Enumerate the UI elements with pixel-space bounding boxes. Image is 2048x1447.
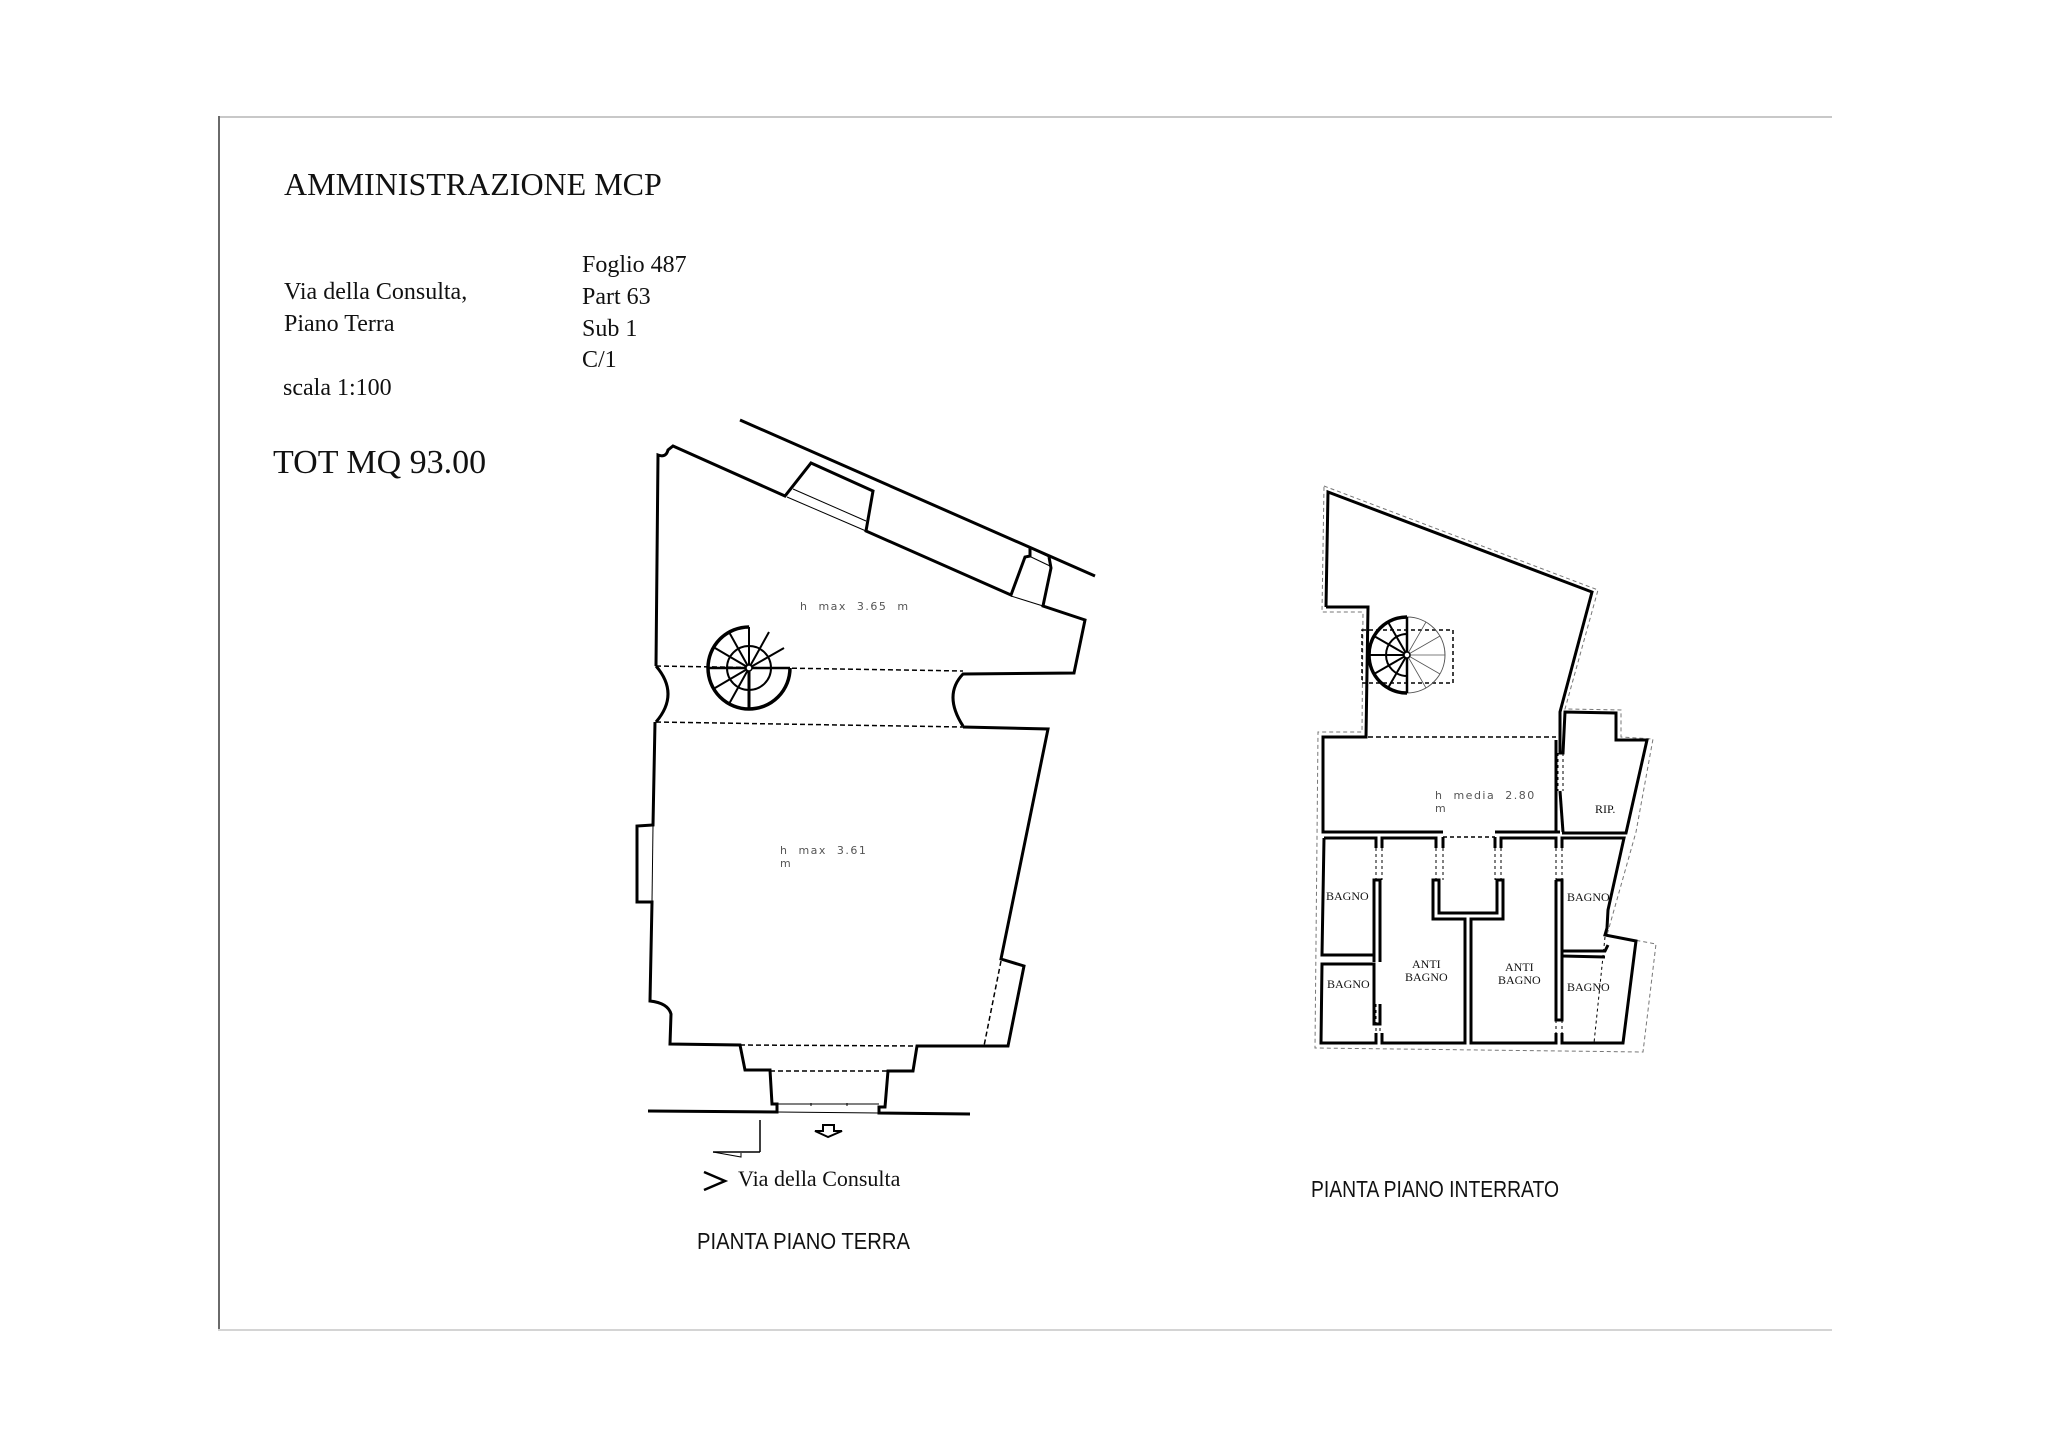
scale-label: scala 1:100 [283, 375, 392, 401]
cadastral-foglio: Foglio 487 [582, 252, 687, 278]
sheet-frame-left [218, 116, 220, 1330]
street-pointer-icon [703, 1120, 761, 1192]
spiral-stair-ground-icon [706, 625, 792, 711]
spiral-stair-basement-icon [1361, 615, 1454, 695]
room-label-bath-top-left: BAGNO [1326, 889, 1369, 903]
basement-title: PIANTA PIANO INTERRATO [1311, 1176, 1559, 1202]
room-label-bath-bottom-right: BAGNO [1567, 980, 1610, 994]
room-label-antibath-right: ANTI BAGNO [1498, 960, 1541, 987]
basement-plan [1314, 485, 1657, 1053]
ground-upper-height-label: h max 3.65 m [800, 600, 910, 613]
street-name-label: Via della Consulta [738, 1166, 901, 1191]
entrance-arrow-icon [814, 1124, 843, 1139]
room-label-antibath-left: ANTI BAGNO [1405, 957, 1448, 984]
room-label-bath-top-right: BAGNO [1567, 890, 1610, 904]
address-line-1: Via della Consulta, [284, 279, 468, 305]
address-line-2: Piano Terra [284, 311, 395, 337]
sheet-frame-top [218, 116, 1832, 118]
sheet-frame-bottom [218, 1329, 1832, 1331]
ground-floor-plan [635, 418, 1096, 1192]
ground-floor-title: PIANTA PIANO TERRA [697, 1228, 910, 1254]
total-area-label: TOT MQ 93.00 [273, 444, 487, 481]
cadastral-category: C/1 [582, 347, 617, 373]
ground-lower-height-label: h max 3.61 m [780, 844, 868, 870]
document-title: AMMINISTRAZIONE MCP [284, 166, 662, 202]
room-label-storage: RIP. [1595, 802, 1616, 816]
basement-height-label: h media 2.80 m [1435, 789, 1536, 815]
cadastral-part: Part 63 [582, 284, 651, 310]
cadastral-sub: Sub 1 [582, 316, 638, 342]
room-label-bath-bottom-left: BAGNO [1327, 977, 1370, 991]
